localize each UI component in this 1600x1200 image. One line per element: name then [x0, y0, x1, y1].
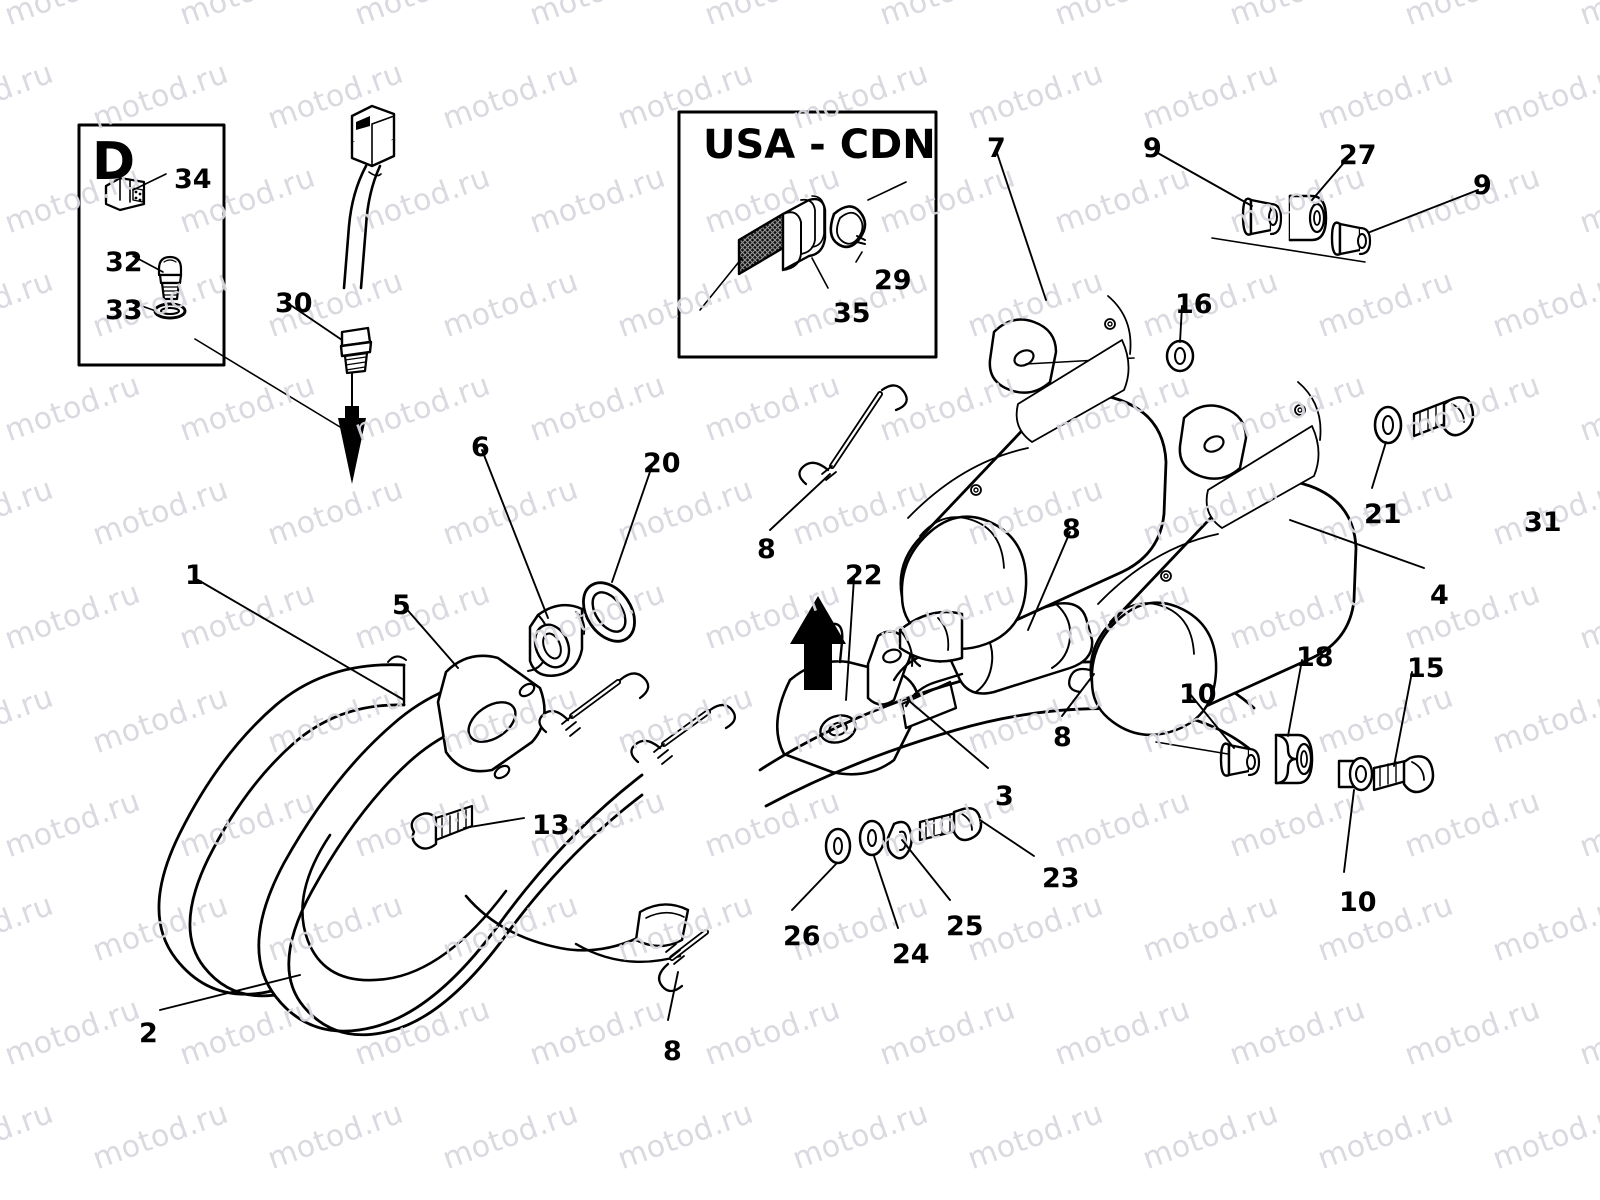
silencer-right — [1089, 381, 1358, 737]
washer-26 — [824, 827, 852, 865]
silencer-left — [898, 295, 1168, 667]
sealing-ring-gasket — [582, 581, 636, 643]
callout-retaining-spring: 8 — [757, 534, 776, 565]
leader-inset-d — [194, 338, 346, 431]
washer-24 — [858, 819, 886, 857]
bracket-bolt-23 — [918, 807, 983, 842]
callout-mounting-bolt: 15 — [1407, 653, 1445, 684]
callout-retaining-clip-ring: 29 — [874, 265, 912, 296]
spacer-washer-16 — [1165, 339, 1195, 373]
callout-washer-small: 24 — [892, 939, 930, 970]
callout-washer-flat: 26 — [783, 921, 821, 952]
callout-rubber-grommet: 27 — [1339, 140, 1377, 171]
callout-mount-bushing-collar: 10 — [1339, 887, 1377, 918]
callout-mount-bushing-collar: 9 — [1143, 133, 1162, 164]
callout-washer: 21 — [1364, 499, 1402, 530]
callout-mounting-bracket: 22 — [845, 560, 883, 591]
callout-lock-washer: 25 — [946, 911, 984, 942]
callout-sealing-ring-gasket: 20 — [643, 448, 681, 479]
catalyst-cartridge-icon — [737, 195, 827, 276]
callout-retaining-spring: 8 — [1062, 514, 1081, 545]
callout-sealing-washer-oring: 33 — [105, 295, 143, 326]
callout-flange-bolt: 13 — [532, 810, 570, 841]
flow-direction-arrow — [790, 596, 846, 690]
bushing-collar-9b — [1330, 221, 1372, 256]
callout-spacer-washer: 16 — [1175, 289, 1213, 320]
callout-oxygen-lambda-sensor: 30 — [275, 288, 313, 319]
hardware-bottom-group — [1155, 733, 1435, 794]
callout-bracket-bolt: 23 — [1042, 863, 1080, 894]
drain-plug-icon — [157, 255, 183, 301]
callout-mount-bushing-collar: 9 — [1473, 170, 1492, 201]
inset-box-usa-cdn — [677, 110, 938, 359]
rubber-grommet-27 — [1288, 194, 1328, 242]
callout-silencer-left: 7 — [987, 133, 1006, 164]
retaining-clip-icon — [829, 205, 867, 249]
flange-bolt-13 — [410, 804, 474, 850]
lock-washer-25 — [886, 820, 913, 860]
callout-electrical-connector: 34 — [174, 164, 212, 195]
callout-exhaust-header-pipe-rear: 2 — [139, 1018, 158, 1049]
rubber-grommet-18 — [1274, 733, 1314, 785]
bushing-collar-9a — [1241, 197, 1283, 236]
bushing-collar-10a — [1219, 742, 1261, 777]
callout-flange-bolt: 31 — [1524, 507, 1562, 538]
bushing-collar-10b — [1337, 756, 1374, 792]
hardware-top-group — [1211, 194, 1372, 263]
exhaust-header-pipes — [157, 655, 690, 1037]
callout-silencer-right: 4 — [1430, 580, 1449, 611]
callout-rubber-mount-bushing: 6 — [471, 432, 490, 463]
washer-21 — [1373, 405, 1403, 445]
oxygen-sensor — [338, 104, 396, 484]
rubber-mount-bushing — [527, 603, 586, 677]
electrical-connector-icon — [104, 176, 146, 212]
callout-collector-link-pipe: 3 — [995, 781, 1014, 812]
callout-retaining-spring: 8 — [1053, 722, 1072, 753]
inset-usa-cdn-title: USA - CDN — [703, 122, 936, 168]
callout-drain-plug: 32 — [105, 247, 143, 278]
callout-catalyst-cartridge: 35 — [833, 298, 871, 329]
flange-bolt-31 — [1412, 396, 1475, 438]
callout-retaining-spring: 8 — [663, 1036, 682, 1067]
mounting-bolt-15 — [1372, 755, 1435, 794]
callout-rubber-grommet: 18 — [1296, 642, 1334, 673]
callout-mount-bushing-collar: 10 — [1179, 679, 1217, 710]
inset-box-d — [77, 123, 226, 367]
callout-exhaust-flange: 5 — [392, 590, 411, 621]
bracket-fasteners — [824, 807, 983, 865]
callout-exhaust-header-pipe-front: 1 — [185, 560, 204, 591]
inset-d-title: D — [92, 132, 136, 192]
